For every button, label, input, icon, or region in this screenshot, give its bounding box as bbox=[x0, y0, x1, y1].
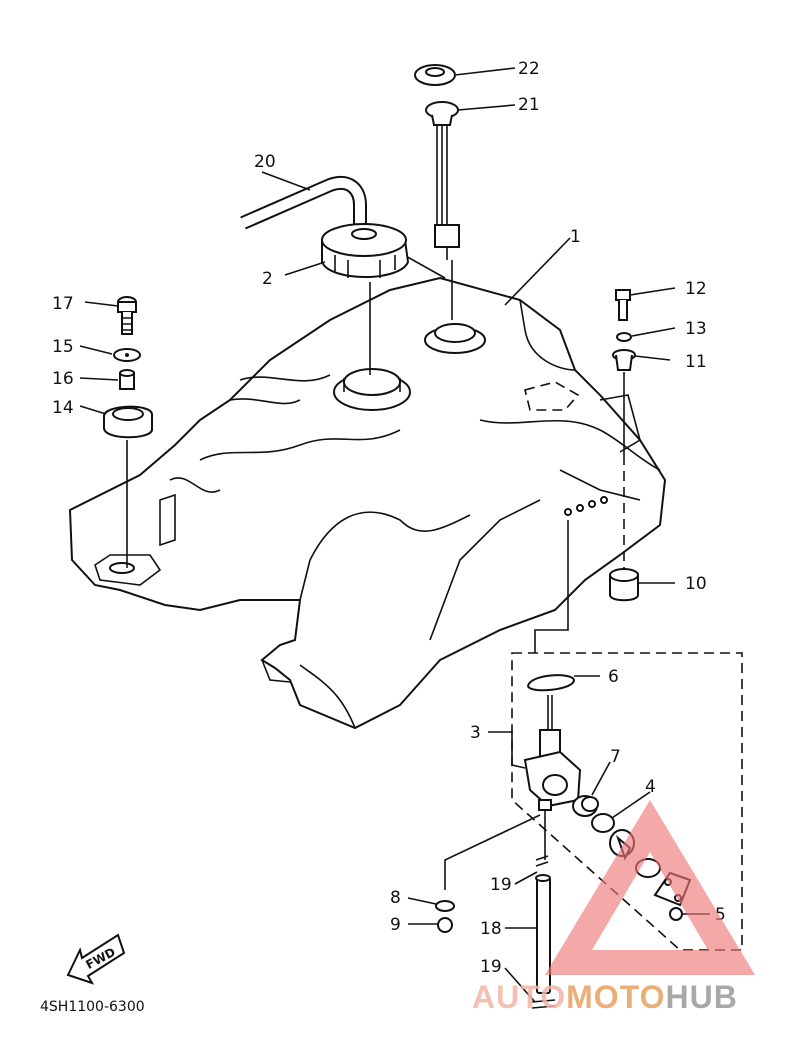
part-3-fuel-cock bbox=[523, 695, 582, 811]
callout-2: 2 bbox=[262, 269, 273, 289]
callout-18: 18 bbox=[480, 919, 502, 939]
fwd-arrow: FWD bbox=[66, 933, 126, 985]
callout-9: 9 bbox=[390, 915, 401, 935]
callout-15: 15 bbox=[52, 337, 74, 357]
callout-20: 20 bbox=[254, 152, 276, 172]
callout-14: 14 bbox=[52, 398, 74, 418]
watermark: AUTOMOTOHUB bbox=[472, 800, 755, 1015]
part-10-damper bbox=[609, 568, 639, 602]
watermark-triangle-icon bbox=[545, 800, 755, 975]
part-14-damper bbox=[103, 405, 153, 439]
part-8-washer bbox=[435, 900, 455, 912]
part-15-washer bbox=[113, 348, 141, 362]
part-20-breather-hose bbox=[240, 176, 367, 230]
part-3-assembly-outline bbox=[511, 652, 743, 951]
callout-19-lower: 19 bbox=[480, 957, 502, 977]
callout-10: 10 bbox=[685, 574, 707, 594]
part-11-collar bbox=[612, 349, 636, 371]
filler-neck bbox=[333, 368, 411, 411]
part-7-plug bbox=[572, 795, 599, 817]
part-5-screw bbox=[669, 907, 683, 921]
callout-19-upper: 19 bbox=[490, 875, 512, 895]
watermark-text: AUTOMOTOHUB bbox=[472, 979, 738, 1015]
gauge-boss bbox=[424, 323, 486, 354]
part-4-oring bbox=[591, 813, 615, 833]
callout-1: 1 bbox=[570, 227, 581, 247]
part-13-washer bbox=[616, 332, 632, 342]
part-17-bolt bbox=[117, 296, 137, 335]
callout-11: 11 bbox=[685, 352, 707, 372]
part-22-ring bbox=[414, 64, 456, 86]
callout-16: 16 bbox=[52, 369, 74, 389]
part-18-hose bbox=[535, 874, 551, 994]
callout-22: 22 bbox=[518, 59, 540, 79]
fuel-tank bbox=[68, 249, 667, 730]
callout-17: 17 bbox=[52, 294, 74, 314]
callout-21: 21 bbox=[518, 95, 540, 115]
callout-12: 12 bbox=[685, 279, 707, 299]
callout-13: 13 bbox=[685, 319, 707, 339]
part-21-fuel-gauge bbox=[425, 101, 460, 320]
part-2-fuel-cap bbox=[321, 223, 410, 375]
part-12-bolt bbox=[615, 289, 631, 321]
part-6-gasket bbox=[526, 674, 576, 692]
callout-3: 3 bbox=[470, 723, 481, 743]
part-19-clip-upper bbox=[535, 855, 549, 867]
part-16-collar bbox=[119, 369, 135, 390]
callout-8: 8 bbox=[390, 888, 401, 908]
leader-lines bbox=[79, 67, 710, 1003]
callout-4: 4 bbox=[645, 777, 656, 797]
part-9-bolt bbox=[437, 917, 453, 933]
callout-6: 6 bbox=[608, 667, 619, 687]
diagram-code: 4SH1100-6300 bbox=[40, 999, 145, 1015]
callout-labels: 22 21 20 2 1 17 15 16 14 12 13 11 10 6 3… bbox=[52, 59, 726, 977]
callout-7: 7 bbox=[610, 747, 621, 767]
part-19-clip-lower bbox=[531, 999, 556, 1009]
callout-5: 5 bbox=[715, 905, 726, 925]
